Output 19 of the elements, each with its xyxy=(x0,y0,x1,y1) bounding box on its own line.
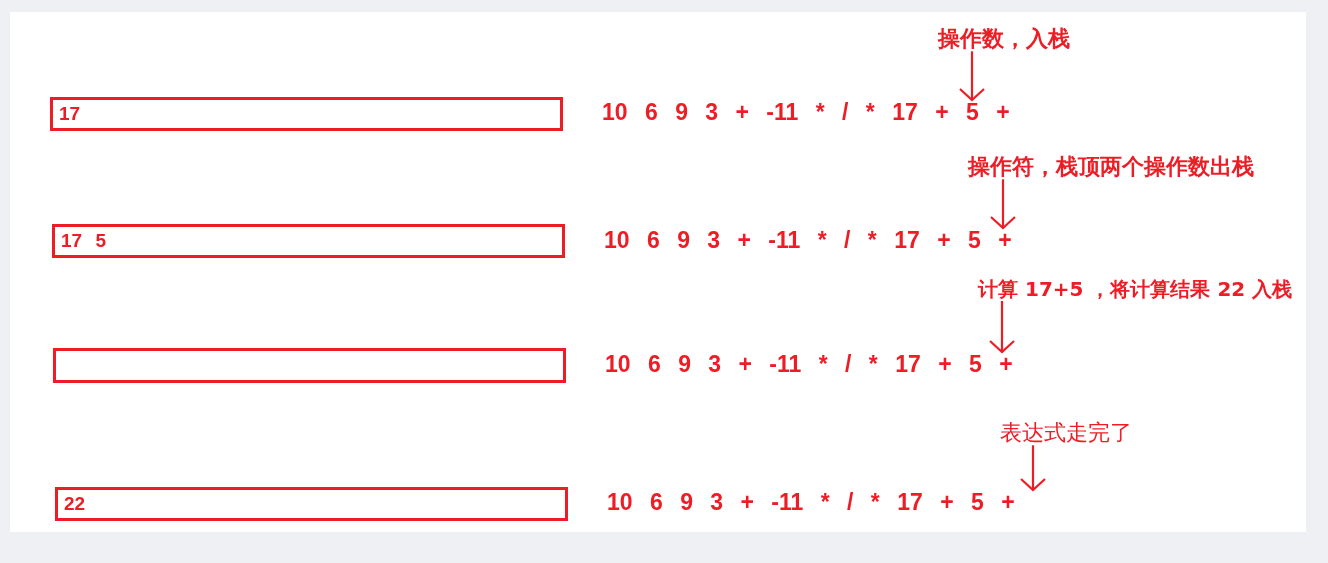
stack-contents: 17 5 xyxy=(61,230,106,252)
annotation-text: 表达式走完了 xyxy=(1000,420,1132,446)
stack-box xyxy=(50,97,563,131)
postfix-expression: 10 6 9 3 + -11 * / * 17 + 5 + xyxy=(602,100,1010,126)
stack-box xyxy=(55,487,568,521)
annotation-text: 操作符，栈顶两个操作数出栈 xyxy=(968,154,1254,180)
stack-contents: 22 xyxy=(64,493,86,515)
annotation-text: 计算 17+5 ，将计算结果 22 入栈 xyxy=(978,278,1293,301)
postfix-expression: 10 6 9 3 + -11 * / * 17 + 5 + xyxy=(607,490,1015,516)
stack-contents: 17 xyxy=(59,103,81,125)
postfix-expression: 10 6 9 3 + -11 * / * 17 + 5 + xyxy=(605,352,1013,378)
stack-box xyxy=(52,224,565,258)
arrow xyxy=(1019,445,1047,492)
annotation-text: 操作数，入栈 xyxy=(938,26,1070,52)
arrow xyxy=(958,51,986,102)
postfix-expression: 10 6 9 3 + -11 * / * 17 + 5 + xyxy=(604,228,1012,254)
stack-box xyxy=(53,348,566,383)
arrow xyxy=(989,179,1017,230)
arrow xyxy=(988,301,1016,354)
